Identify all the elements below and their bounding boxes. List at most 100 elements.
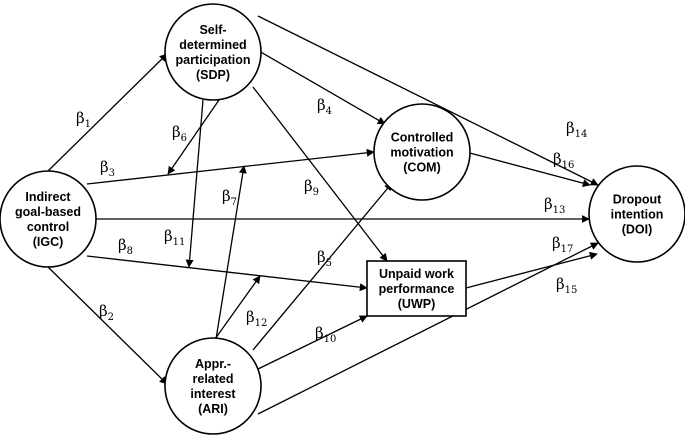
beta-index: 7 <box>231 197 237 208</box>
beta-symbol: β <box>100 158 109 176</box>
path-coefficient-label: β14 <box>566 119 587 140</box>
path-arrow-beta-2 <box>47 266 168 385</box>
labels-layer: β1β2β3β4β5β6β7β8β9β10β11β12β13β14β15β16β… <box>76 96 587 345</box>
node-label-line: (DOI) <box>622 223 653 237</box>
node-label-line: control <box>27 220 69 234</box>
path-arrow-beta-14 <box>257 15 599 186</box>
path-coefficient-label: β17 <box>552 234 573 255</box>
beta-symbol: β <box>222 187 231 205</box>
node-label-line: Dropout <box>613 193 662 207</box>
beta-index: 12 <box>255 318 268 329</box>
node-circle <box>373 103 471 201</box>
path-arrow-beta-10 <box>257 315 368 370</box>
node-label-line: (ARI) <box>198 402 228 416</box>
node-label-line: intention <box>611 208 664 222</box>
beta-index: 11 <box>173 237 186 248</box>
node-label-line: (IGC) <box>33 235 64 249</box>
edges-layer <box>47 15 599 415</box>
beta-index: 8 <box>127 246 133 257</box>
node-label-line: performance <box>379 282 455 296</box>
path-coefficient-label: β11 <box>164 227 185 248</box>
path-coefficient-label: β6 <box>172 123 187 144</box>
beta-index: 15 <box>565 285 578 296</box>
path-coefficient-label: β8 <box>118 236 133 257</box>
path-arrow-beta-8 <box>86 255 368 292</box>
node-label-line: interest <box>190 387 236 401</box>
beta-symbol: β <box>552 234 561 252</box>
path-coefficient-label: β15 <box>556 275 577 296</box>
node-label-line: Appr.- <box>195 357 231 371</box>
path-arrow-beta-1 <box>47 53 168 172</box>
beta-symbol: β <box>566 119 575 137</box>
beta-index: 17 <box>561 244 574 255</box>
path-arrow-beta-7 <box>215 165 247 340</box>
path-arrow-beta-11 <box>185 99 204 268</box>
node-label-line: Self- <box>199 23 226 37</box>
path-coefficient-label: β2 <box>99 302 114 323</box>
beta-symbol: β <box>304 177 313 195</box>
path-arrow-beta-16 <box>465 151 591 188</box>
beta-index: 6 <box>181 133 187 144</box>
node-label-line: (COM) <box>403 161 441 175</box>
node-label-line: Unpaid work <box>379 267 454 281</box>
beta-symbol: β <box>317 96 326 114</box>
beta-index: 14 <box>575 129 588 140</box>
beta-symbol: β <box>315 324 324 342</box>
beta-index: 3 <box>109 168 115 179</box>
beta-symbol: β <box>76 109 85 127</box>
path-coefficient-label: β7 <box>222 187 237 208</box>
path-arrow-beta-5 <box>252 182 393 351</box>
path-coefficient-label: β1 <box>76 109 91 130</box>
path-coefficient-label: β9 <box>304 177 319 198</box>
beta-symbol: β <box>246 308 255 326</box>
beta-symbol: β <box>544 195 553 213</box>
beta-index: 2 <box>108 312 114 323</box>
path-coefficient-label: β12 <box>246 308 267 329</box>
beta-index: 9 <box>313 187 319 198</box>
beta-symbol: β <box>317 248 326 266</box>
path-arrow-beta-4 <box>251 46 386 125</box>
path-coefficient-label: β4 <box>317 96 332 117</box>
node-label-line: (SDP) <box>196 68 230 82</box>
node-circle <box>164 3 262 101</box>
node-label-line: Indirect <box>25 190 71 204</box>
beta-symbol: β <box>556 275 565 293</box>
beta-index: 4 <box>326 106 332 117</box>
beta-symbol: β <box>118 236 127 254</box>
beta-symbol: β <box>99 302 108 320</box>
path-coefficient-label: β13 <box>544 195 565 216</box>
path-coefficient-label: β5 <box>317 248 332 269</box>
path-arrow-beta-12 <box>214 275 261 340</box>
path-arrow-beta-17 <box>465 251 598 289</box>
beta-symbol: β <box>164 227 173 245</box>
node-circle <box>0 170 97 268</box>
node-circle <box>164 337 262 435</box>
path-arrow-beta-15 <box>257 242 599 415</box>
beta-index: 5 <box>326 258 332 269</box>
node-box <box>366 260 467 317</box>
beta-symbol: β <box>172 123 181 141</box>
node-label-line: Controlled <box>391 131 454 145</box>
path-coefficient-label: β16 <box>553 150 574 171</box>
node-label-line: determined <box>179 38 246 52</box>
path-arrow-beta-6 <box>167 99 220 175</box>
path-arrow-beta-3 <box>86 148 375 185</box>
beta-symbol: β <box>553 150 562 168</box>
path-coefficient-label: β10 <box>315 324 336 345</box>
beta-index: 13 <box>553 205 566 216</box>
beta-index: 10 <box>324 334 337 345</box>
node-label-line: goal-based <box>15 205 81 219</box>
node-label-line: motivation <box>390 146 453 160</box>
node-label-line: participation <box>175 53 250 67</box>
path-arrow-beta-9 <box>252 86 388 262</box>
path-coefficient-label: β3 <box>100 158 115 179</box>
beta-index: 16 <box>562 160 575 171</box>
node-label-line: related <box>193 372 234 386</box>
